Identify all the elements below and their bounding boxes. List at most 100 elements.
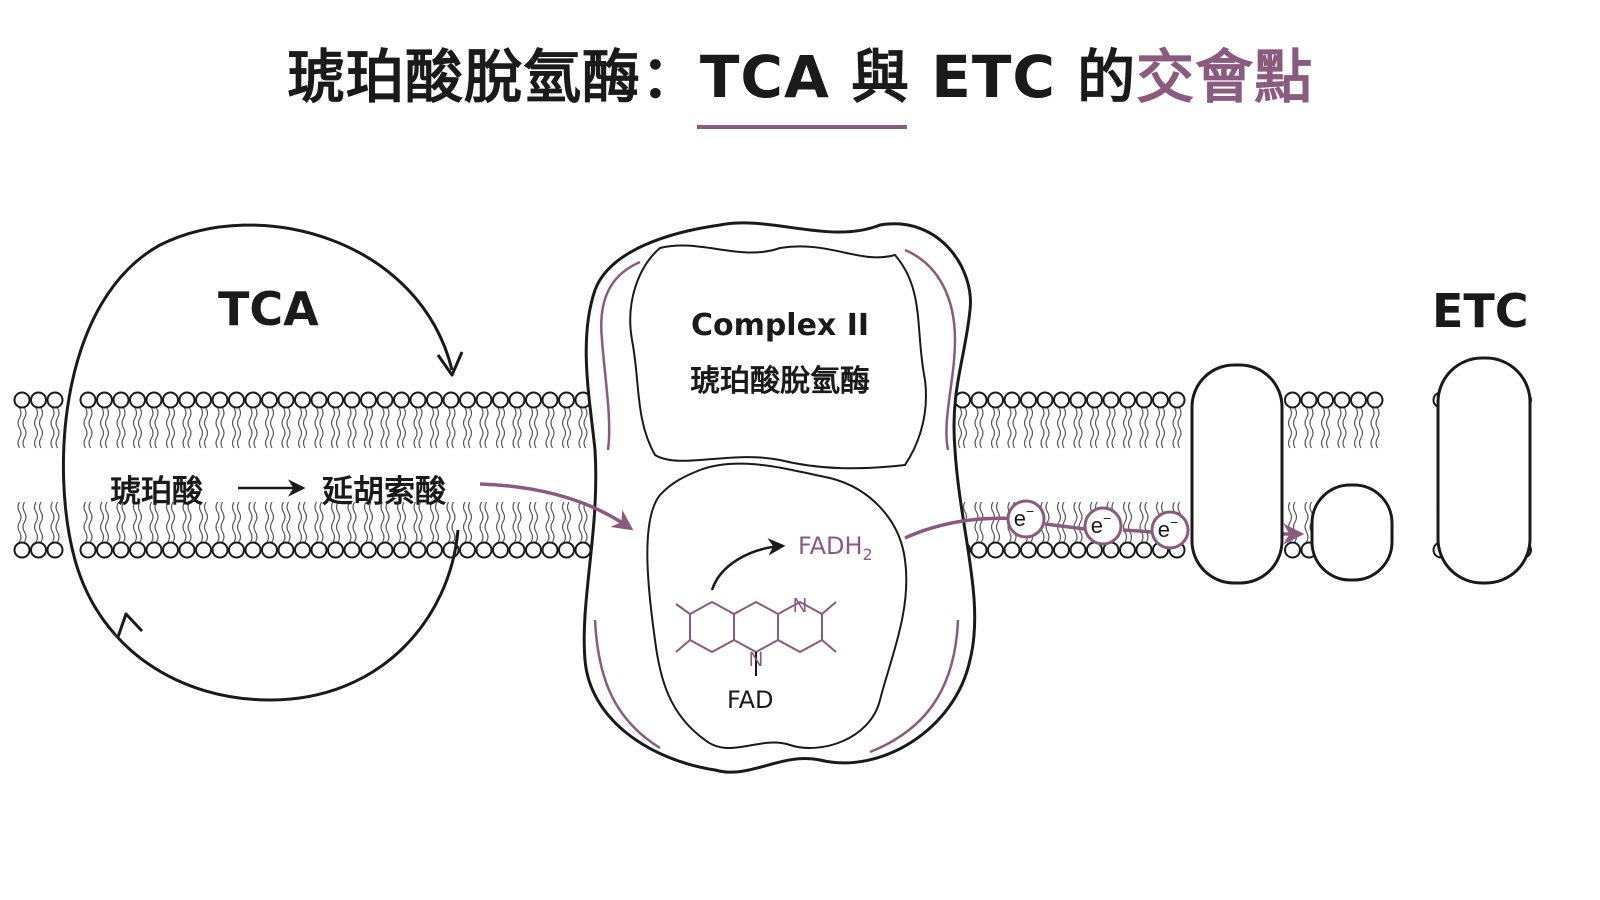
lipid-tail [561,501,567,543]
lipid-tail [55,501,60,543]
lipid-tail [33,407,39,449]
lipid-tail [281,501,286,543]
electron-group: e−e−e− [1006,499,1190,550]
lipid-tail [1177,407,1182,449]
lipid-tail [1370,407,1375,449]
lipid-tail [99,501,105,543]
lipid-tail [1045,407,1050,449]
lipid-head [310,391,328,409]
lipid-tail [1139,501,1144,543]
lipid-tail [165,407,171,449]
lipid-tail [962,407,968,449]
complex-ii-inner-bottom [646,462,908,749]
lipid-head [1168,391,1186,409]
lipid-head [327,541,344,559]
lipid-head [1053,541,1070,559]
lipid-tail [269,501,275,543]
lipid-tail [319,407,324,449]
flavin-ring-structure [675,600,837,676]
title-underline [697,125,907,129]
lipid-head [376,391,394,409]
lipid-tail [1056,407,1062,449]
lipid-tail [995,407,1001,449]
lipid-tail [1012,407,1017,449]
lipid-head [558,541,575,559]
lipid-tail [302,407,308,449]
lipid-tail [264,501,270,543]
lipid-tail [154,407,159,449]
lipid-tail [545,407,550,449]
lipid-tail [1144,501,1149,543]
lipid-tail [335,407,341,449]
lipid-head [277,391,295,409]
fadh2-main: FADH [798,532,863,560]
lipid-tail [281,407,286,449]
lipid-tail [347,501,352,543]
lipid-tail [1122,501,1128,543]
lipid-tail [314,501,319,543]
lipid-tail [434,501,440,543]
lipid-tail [286,407,291,449]
lipid-tail [1061,407,1067,449]
fadh2-label: FADH2 [798,532,873,564]
lipid-tail [22,407,27,449]
lipid-tail [1089,407,1095,449]
lipid-tail [446,407,451,449]
lipid-tail [198,407,204,449]
lipid-tail [1139,407,1144,449]
lipid-tail [512,501,517,543]
lipid-tail [385,501,390,543]
lipid-tail [533,407,539,449]
lipid-tail [132,501,138,543]
lipid-head [1086,391,1103,409]
lipid-tail [1155,407,1161,449]
complex-ii-outline [582,221,977,774]
lipid-tail [121,407,126,449]
lipid-head [558,391,575,409]
etc-complexes [1190,356,1532,585]
lipid-tail [368,407,374,449]
lipid-head [1036,391,1054,409]
lipid-head [1069,391,1087,409]
lipid-head [541,391,559,409]
lipid-tail [1073,501,1078,543]
lipid-tail [137,501,143,543]
lipid-tail [974,501,979,543]
lipid-head [1020,391,1037,409]
lipid-tail [528,407,534,449]
lipid-tail [500,501,506,543]
lipid-tail [418,501,423,543]
lipid-tail [1028,407,1034,449]
lipid-tail [1106,407,1111,449]
lipid-tail [578,501,583,543]
complex-ii-shading-bottom-right [869,619,960,754]
lipid-tail [495,501,501,543]
lipid-tail [215,407,220,449]
lipid-head [376,541,394,559]
lipid-head [145,541,163,559]
lipid-head [178,391,196,409]
lipid-tail [517,501,522,543]
lipid-head [112,541,130,559]
lipid-head [360,541,377,559]
lipid-tail [512,407,517,449]
lipid-tail [1172,407,1177,449]
lipid-tail [154,501,159,543]
complex-ii-inner-top [629,244,927,470]
lipid-tail [165,501,171,543]
complex-ii-name-en: Complex II [690,308,870,343]
lipid-head [310,541,328,559]
lipid-tail [429,501,435,543]
electron-link-2 [1122,528,1154,534]
lipid-tail [479,501,484,543]
lipid-tail [484,501,489,543]
lipid-tail [401,407,407,449]
etc-complex-2 [1310,483,1394,582]
lipid-tail [170,501,176,543]
lipid-tail [352,501,357,543]
lipid-tail [1287,407,1293,449]
lipid-tail [413,407,418,449]
lipid-head [970,541,988,559]
lipid-tail [979,407,984,449]
lipid-tail [1111,407,1116,449]
